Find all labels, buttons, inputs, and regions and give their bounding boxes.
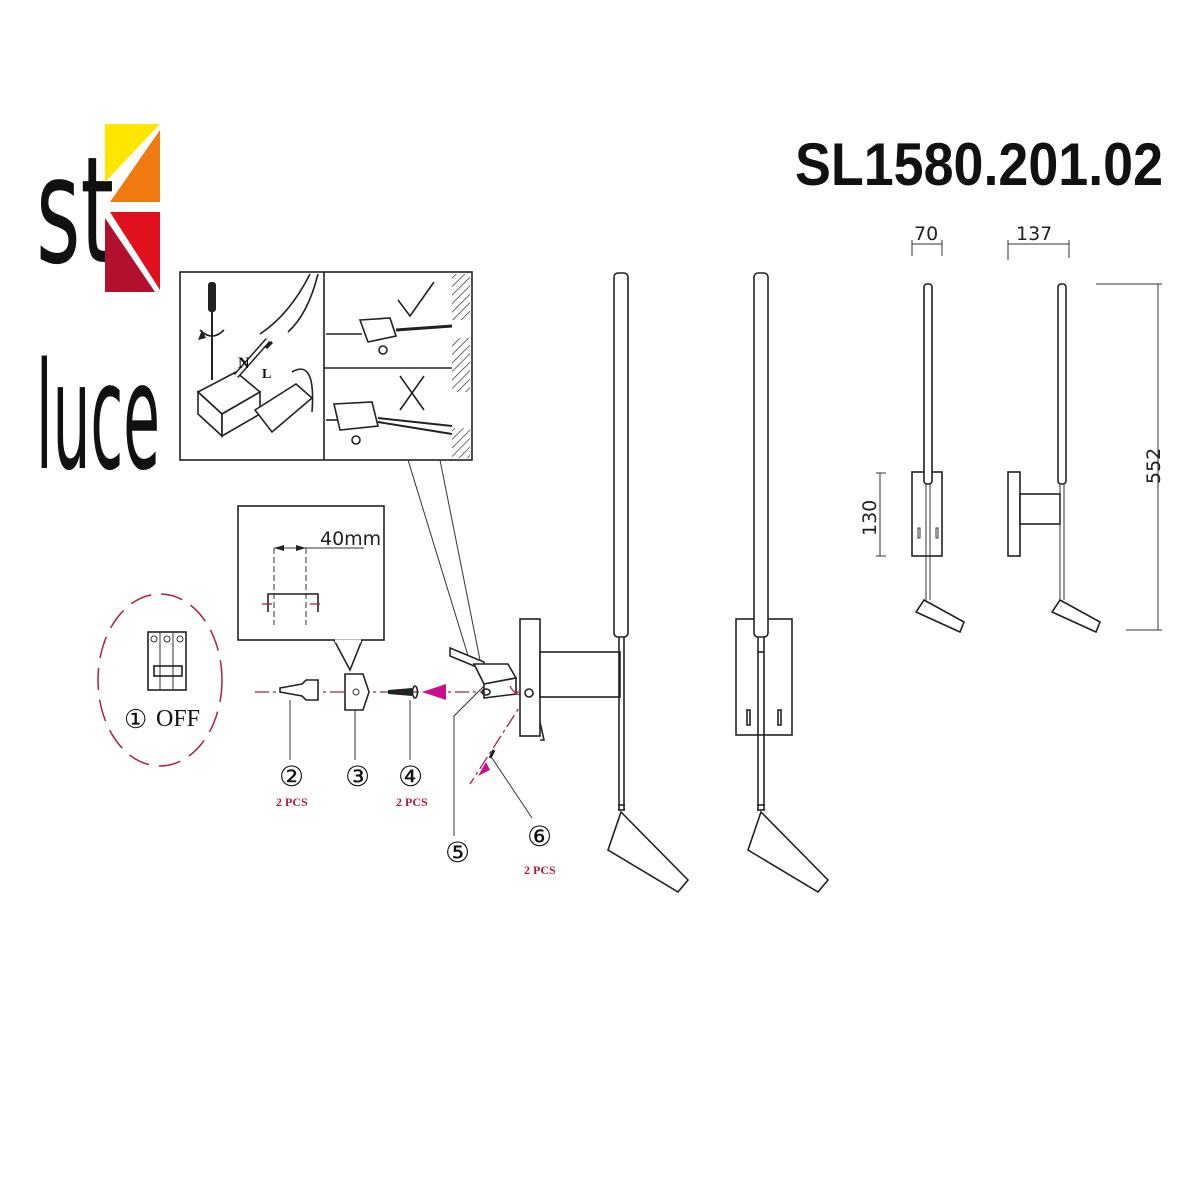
wall-hatch [452,428,470,458]
logo-orange-triangle [110,130,160,202]
dimension-front-view: 70 130 [859,223,966,634]
circuit-breaker-icon [147,631,187,691]
part-6-screw: ⑥ 2 PCS [469,693,556,877]
dimension-height: 552 [1096,283,1165,631]
logo-text-st: st [36,125,114,297]
logo-red-triangle [110,212,160,290]
st-luce-logo: st luce [36,124,160,503]
backplate-height-dimension: 130 [859,500,881,536]
lamp-side-view-large [519,272,690,894]
incorrect-connection [326,375,453,445]
wall-hatch [452,274,470,320]
logo-text-luce: luce [36,331,160,503]
wall-hatch [452,338,470,392]
step-5-number: ⑤ [445,838,470,869]
total-height-dimension: 552 [1143,448,1165,484]
part-2-wall-anchor: ② 2 PCS [276,679,319,809]
step-4-quantity: 2 PCS [396,795,428,809]
step-4-number: ④ [398,762,423,793]
part-4-screw: ④ 2 PCS [388,684,446,809]
part-3-mounting-bracket: ③ [344,673,370,793]
terminal-block: N L [196,338,314,438]
step-1-number: ① [124,705,147,734]
step-6-number: ⑥ [527,822,552,853]
step-1-off-label: OFF [156,706,200,732]
check-mark-icon [397,281,435,318]
lamp-front-view-large [735,272,830,894]
drill-spacing-label: 40mm [320,528,381,550]
side-depth-dimension: 137 [1016,223,1052,245]
terminal-label-n: N [238,355,250,372]
step-3-number: ③ [345,762,370,793]
x-mark-icon [399,375,425,411]
logo-crimson-triangle [105,218,155,292]
logo-yellow-triangle [105,124,160,182]
correct-connection [326,281,453,355]
insert-arrow-icon [422,684,446,700]
dimension-side-view: 137 [1007,223,1102,634]
step-2-quantity: 2 PCS [276,795,308,809]
screwdriver-icon [198,282,225,380]
step-2-number: ② [279,762,304,793]
model-number: SL1580.201.02 [795,131,1163,198]
front-width-dimension: 70 [914,223,938,245]
drill-spacing-panel: 40mm [237,505,385,672]
part-5-terminal-connector: ⑤ [445,646,529,869]
step-6-quantity: 2 PCS [524,863,556,877]
terminal-label-l: L [262,367,271,382]
wiring-detail-panel: N L [179,271,481,663]
step-1-power-off: ① OFF [97,593,223,767]
